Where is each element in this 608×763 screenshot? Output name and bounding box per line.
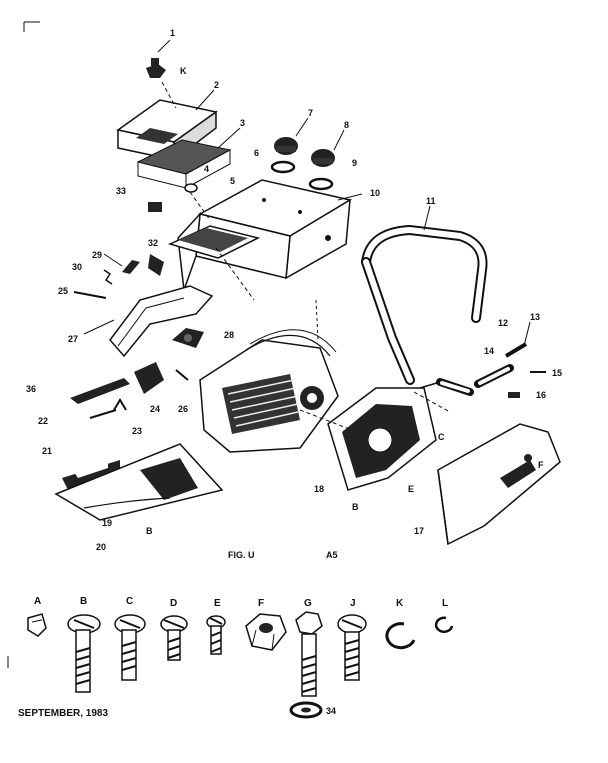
callout-27: 27 (68, 334, 78, 344)
hardware-l-clip (434, 616, 454, 634)
callout-32: 32 (148, 238, 158, 248)
part-13-bolt (504, 321, 531, 358)
part-20-bottom-plate (54, 443, 224, 521)
washer-callout: 34 (326, 706, 336, 716)
sketch-letter-k: K (180, 66, 187, 76)
callout-26: 26 (178, 404, 188, 414)
callout-3: 3 (240, 118, 245, 128)
hardware-letter-a: A (34, 596, 41, 607)
part-24-bracket (134, 362, 164, 394)
callout-36: 36 (26, 384, 36, 394)
part-26-pin (175, 369, 189, 381)
callout-17: 17 (414, 526, 424, 536)
part-22-link (89, 409, 117, 419)
callout-15: 15 (552, 368, 562, 378)
hardware-g-bolt (295, 611, 323, 697)
part-4-grommet (184, 183, 198, 193)
hardware-letter-b: B (80, 596, 87, 607)
hardware-f-hex-nut (245, 613, 287, 651)
callout-29: 29 (92, 250, 102, 260)
callout-30: 30 (72, 262, 82, 272)
hardware-letter-c: C (126, 596, 133, 607)
figure-label: FIG. U (228, 550, 255, 560)
callout-14: 14 (484, 346, 494, 356)
part-1-screw (146, 39, 171, 78)
part-29-trigger-pin (103, 253, 140, 274)
hardware-j-screw (337, 614, 367, 681)
callout-4: 4 (204, 164, 209, 174)
sketch-letter-e: E (408, 484, 414, 494)
hardware-letter-k: K (396, 598, 404, 609)
callout-18: 18 (314, 484, 324, 494)
callout-8: 8 (344, 120, 349, 130)
hardware-a-nut (27, 613, 47, 637)
sketch-letter-b-1: B (146, 526, 153, 536)
part-27-rear-handle (83, 285, 214, 358)
engine-block (199, 299, 339, 453)
sketch-letter-b-2: B (352, 502, 359, 512)
callout-33: 33 (116, 186, 126, 196)
part-11-handle-bar (361, 205, 488, 385)
sketch-letter-f: F (538, 460, 544, 470)
part-14-sleeve (474, 364, 514, 388)
hardware-b-bolt (67, 614, 101, 693)
hardware-letter-d: D (170, 598, 177, 609)
hardware-letter-l: L (442, 598, 448, 609)
callout-22: 22 (38, 416, 48, 426)
callout-2: 2 (214, 80, 219, 90)
footer-date: SEPTEMBER, 1983 (18, 708, 108, 719)
part-9-gasket (308, 177, 334, 191)
part-33-clip (148, 202, 162, 212)
hardware-letter-e: E (214, 598, 221, 609)
part-8-oil-cap (311, 129, 345, 167)
hardware-letter-row: A B C D E F G J K L (34, 596, 448, 609)
hardware-washer (289, 701, 323, 719)
callout-13: 13 (530, 312, 540, 322)
hardware-d-screw (160, 615, 188, 661)
part-35-lever (70, 378, 130, 404)
part-16-spacer (508, 392, 520, 398)
part-30-spring (103, 269, 113, 285)
part-25-pin (73, 291, 107, 299)
hardware-letter-g: G (304, 598, 312, 609)
part-17-chain-cover (437, 423, 561, 546)
callout-labels: 1 2 3 4 5 6 7 8 9 10 11 12 13 14 15 16 1… (26, 28, 562, 552)
sketch-letter-c: C (438, 432, 445, 442)
part-32-trigger (148, 254, 164, 276)
hardware-c-bolt (114, 614, 146, 681)
callout-11: 11 (426, 196, 436, 206)
callout-23: 23 (132, 426, 142, 436)
sketch-letters: K B B E C F (146, 66, 544, 536)
hardware-letter-j: J (350, 598, 356, 609)
figure-code: A5 (326, 550, 338, 560)
callout-7: 7 (308, 108, 313, 118)
part-28-carburetor (172, 328, 204, 348)
callout-9: 9 (352, 158, 357, 168)
leader-lines (161, 81, 451, 431)
callout-20: 20 (96, 542, 106, 552)
part-23-spring (113, 398, 127, 411)
callout-5: 5 (230, 176, 235, 186)
callout-10: 10 (370, 188, 380, 198)
part-7-fuel-cap (274, 117, 309, 155)
callout-28: 28 (224, 330, 234, 340)
hardware-k-clip (385, 622, 416, 650)
part-3-filter-element (136, 127, 241, 189)
callout-16: 16 (536, 390, 546, 400)
callout-25: 25 (58, 286, 68, 296)
callout-24: 24 (150, 404, 160, 414)
callout-1: 1 (170, 28, 175, 38)
part-10-housing (167, 179, 363, 291)
hardware-letter-f: F (258, 598, 264, 609)
callout-6: 6 (254, 148, 259, 158)
hardware-e-screw (206, 615, 226, 655)
part-18-side-plate (327, 378, 474, 491)
callout-21: 21 (42, 446, 52, 456)
callout-19: 19 (102, 518, 112, 528)
part-6-gasket (270, 160, 296, 174)
callout-12: 12 (498, 318, 508, 328)
